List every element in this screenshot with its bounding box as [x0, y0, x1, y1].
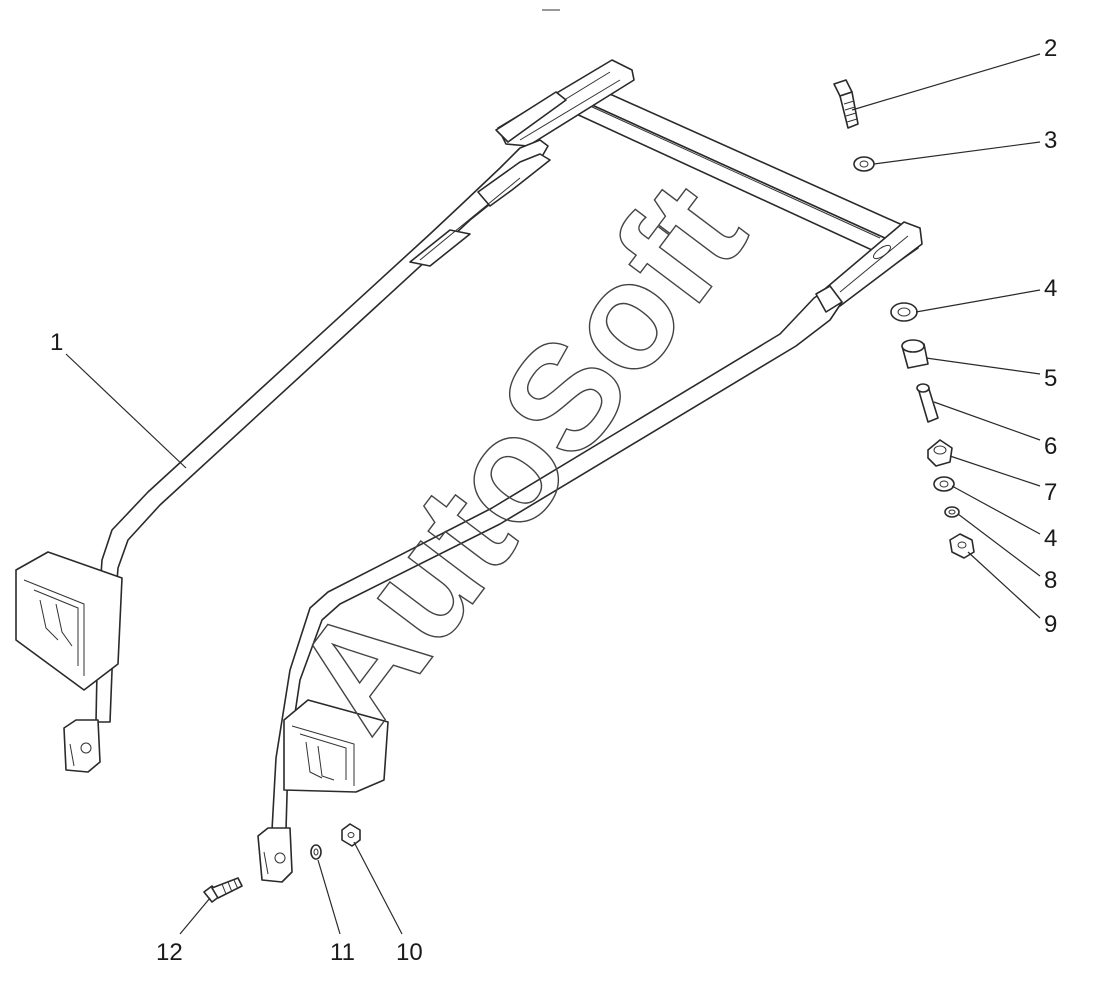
washer-part-4-upper	[890, 302, 918, 322]
callout-11: 11	[330, 939, 355, 966]
callout-labels: 1 2 3 4 5 6 7 4 8 9 10 11 12	[50, 35, 1057, 966]
leader-5	[925, 357, 1041, 375]
callout-4-upper: 4	[1044, 275, 1057, 302]
spring-washer-part-8	[944, 506, 960, 518]
callout-5: 5	[1044, 365, 1057, 392]
leader-6	[933, 401, 1041, 441]
leader-4a	[915, 289, 1041, 313]
leader-12	[179, 897, 211, 935]
callout-3: 3	[1044, 127, 1057, 154]
frame-assembly	[15, 59, 923, 883]
leader-3	[873, 141, 1041, 165]
leader-1	[65, 353, 187, 469]
callout-1: 1	[50, 329, 63, 356]
leader-2	[851, 53, 1041, 111]
callout-8: 8	[1044, 567, 1057, 594]
leader-lines	[65, 53, 1041, 935]
callout-10: 10	[396, 939, 423, 966]
nut-part-10	[341, 823, 361, 847]
bushing-part-5	[901, 339, 929, 369]
callout-9: 9	[1044, 611, 1057, 638]
leader-7	[949, 455, 1041, 487]
left-top-bracket	[495, 59, 635, 147]
left-tube	[15, 139, 551, 773]
watermark-text: AutoSoft	[261, 153, 776, 760]
leader-9	[967, 551, 1041, 619]
bolt-part-12	[203, 877, 243, 903]
washer-part-3	[853, 156, 875, 172]
callout-2: 2	[1044, 35, 1057, 62]
callout-6: 6	[1044, 433, 1057, 460]
leader-10	[353, 841, 403, 935]
washer-part-4-lower	[933, 476, 955, 492]
watermark: AutoSoft	[261, 152, 778, 760]
collar-part-7	[927, 439, 953, 467]
callout-7: 7	[1044, 479, 1057, 506]
leader-4b	[951, 485, 1041, 535]
leader-11	[317, 859, 341, 935]
callout-12: 12	[156, 939, 183, 966]
sleeve-part-6	[916, 383, 939, 423]
washer-part-11	[310, 844, 322, 860]
bolt-part-2	[833, 79, 859, 129]
right-tube	[257, 285, 843, 883]
callout-4-lower: 4	[1044, 525, 1057, 552]
leader-8	[957, 513, 1041, 577]
